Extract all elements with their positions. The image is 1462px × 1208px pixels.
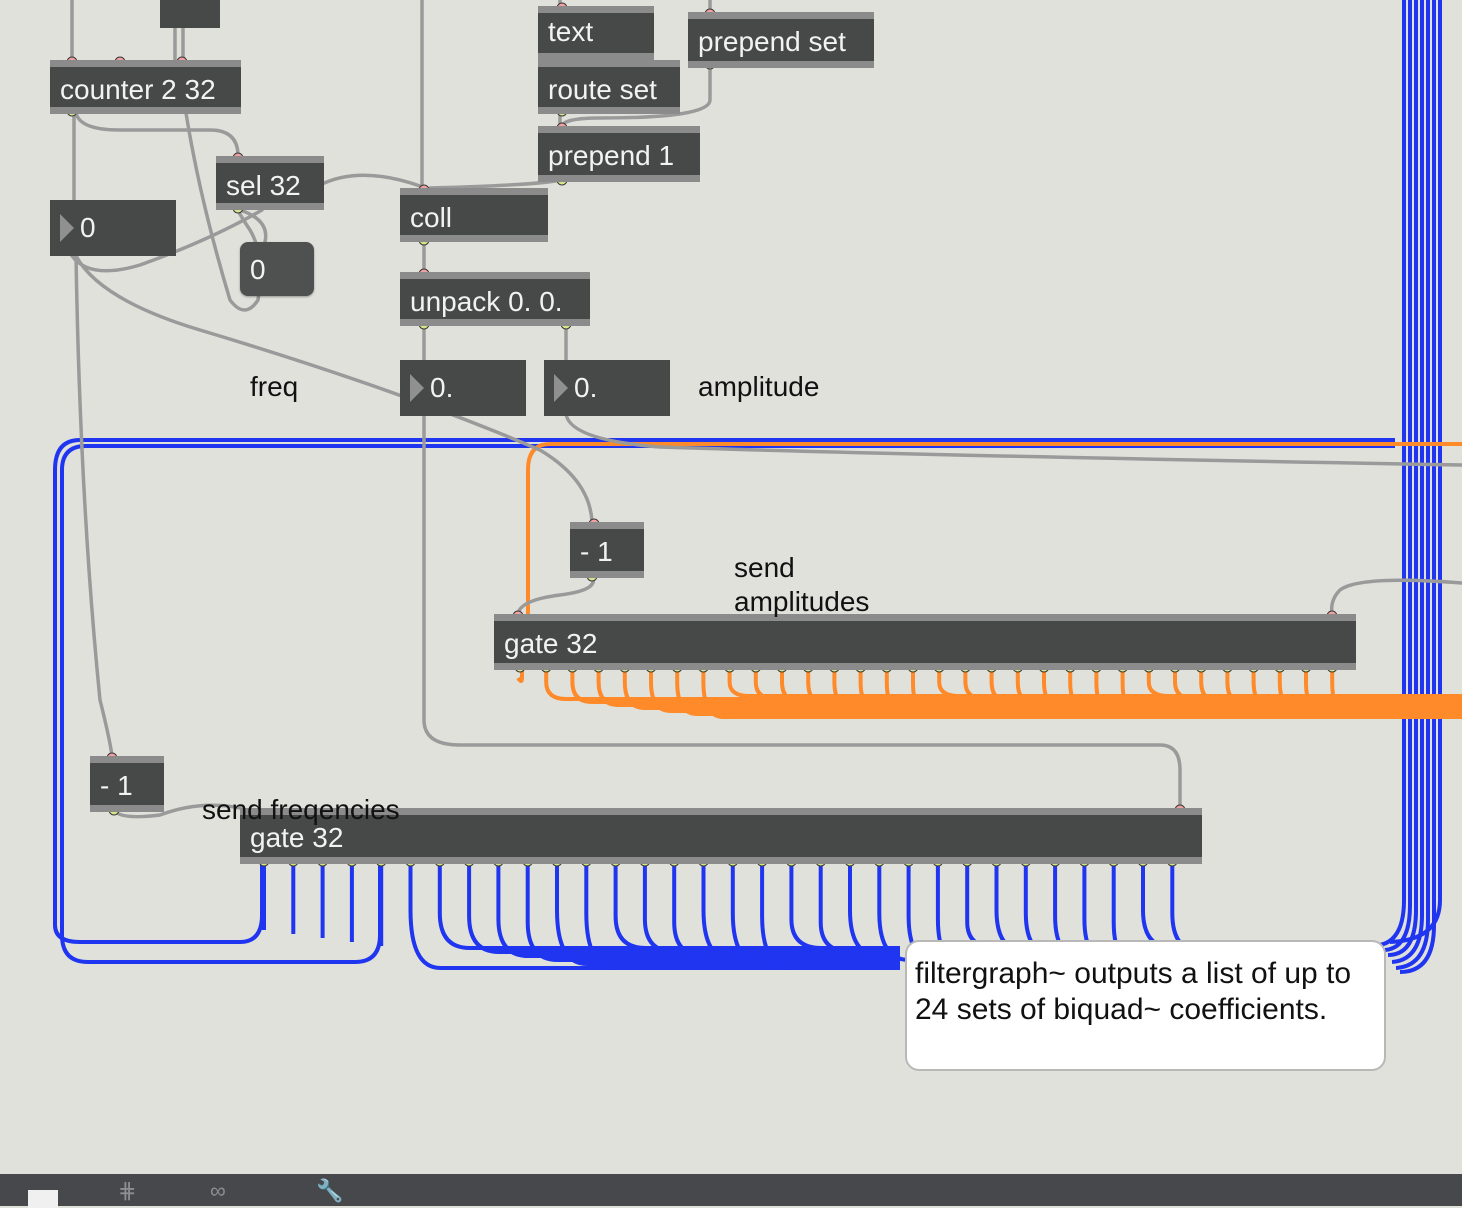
inlet-bar (216, 156, 324, 163)
coll-object[interactable]: coll (400, 188, 548, 242)
object-label: - 1 (100, 770, 133, 801)
send-amplitudes-comment: send amplitudes (734, 552, 870, 617)
route-set-object[interactable]: route set (538, 60, 680, 114)
amplitude-comment: amplitude (698, 371, 820, 402)
object-label: route set (548, 74, 657, 105)
object-label: coll (410, 202, 453, 233)
freq-number-box[interactable]: 0. (400, 360, 526, 416)
outlet-bar (494, 663, 1356, 670)
outlet-bar (400, 319, 590, 326)
tooltip-bubble: filtergraph~ outputs a list of up to 24 … (905, 940, 1386, 1071)
outlet-bar (216, 203, 324, 210)
inlet-bar (688, 12, 874, 19)
patch-cord-icon[interactable]: ∞ (210, 1178, 226, 1203)
number-value: 0. (574, 372, 598, 403)
number-value: 0 (80, 212, 96, 243)
object-label: - 1 (580, 536, 613, 567)
gate-amplitudes-object[interactable]: gate 32 (494, 614, 1356, 670)
minus-amp-object[interactable]: - 1 (570, 522, 644, 578)
unpack-object[interactable]: unpack 0. 0. (400, 272, 590, 326)
outlet-bar (688, 61, 874, 68)
number-arrow-icon (554, 374, 568, 402)
counter-number-box[interactable]: 0 (50, 200, 176, 256)
inlet-bar (570, 522, 644, 529)
outlet-bar (240, 857, 1202, 864)
number-value: 0. (430, 372, 454, 403)
object-label: text (548, 16, 594, 47)
inlet-bar (240, 808, 1202, 815)
object-label: gate 32 (250, 822, 344, 853)
outlet-bar (538, 53, 654, 60)
inlet-bar (494, 614, 1356, 621)
message-value: 0 (250, 254, 266, 285)
outlet-bar (538, 107, 680, 114)
number-arrow-icon (410, 374, 424, 402)
presentation-icon[interactable] (28, 1190, 58, 1208)
gate-frequencies-object[interactable]: gate 32 (240, 808, 1202, 864)
object-label: prepend 1 (548, 140, 675, 171)
inlet-bar (538, 126, 700, 133)
outlet-bar (90, 805, 164, 812)
inlet-bar (90, 756, 164, 763)
wrench-icon[interactable]: 🔧 (316, 1178, 344, 1203)
sel-object[interactable]: sel 32 (216, 156, 324, 210)
freq-comment: freq (250, 371, 299, 402)
dial-widget[interactable] (160, 0, 220, 28)
grid-icon[interactable]: ⋕ (118, 1178, 137, 1203)
inlet-bar (400, 272, 590, 279)
inlet-bar (538, 60, 680, 67)
minus-freq-object[interactable]: - 1 (90, 756, 164, 812)
object-label: gate 32 (504, 628, 598, 659)
send-frequencies-comment: send freqencies (202, 794, 400, 825)
object-label: prepend set (698, 26, 846, 57)
inlet-bar (400, 188, 548, 195)
prepend-1-object[interactable]: prepend 1 (538, 126, 700, 182)
outlet-bar (50, 107, 241, 114)
object-label: counter 2 32 (60, 74, 216, 105)
inlet-bar (50, 60, 241, 67)
bottom-toolbar: ⋕ ∞ 🔧 (0, 1174, 1462, 1208)
object-label: unpack 0. 0. (410, 286, 563, 317)
amp-number-box[interactable]: 0. (544, 360, 670, 416)
inlet-bar (538, 6, 654, 13)
outlet-bar (400, 235, 548, 242)
outlet-bar (538, 175, 700, 182)
counter-object[interactable]: counter 2 32 (50, 60, 241, 114)
prepend-set-object[interactable]: prepend set (688, 12, 874, 68)
zero-message-box[interactable]: 0 (240, 242, 314, 296)
text-object[interactable]: text (538, 6, 654, 60)
number-arrow-icon (60, 214, 74, 242)
object-label: sel 32 (226, 170, 301, 201)
outlet-bar (570, 571, 644, 578)
